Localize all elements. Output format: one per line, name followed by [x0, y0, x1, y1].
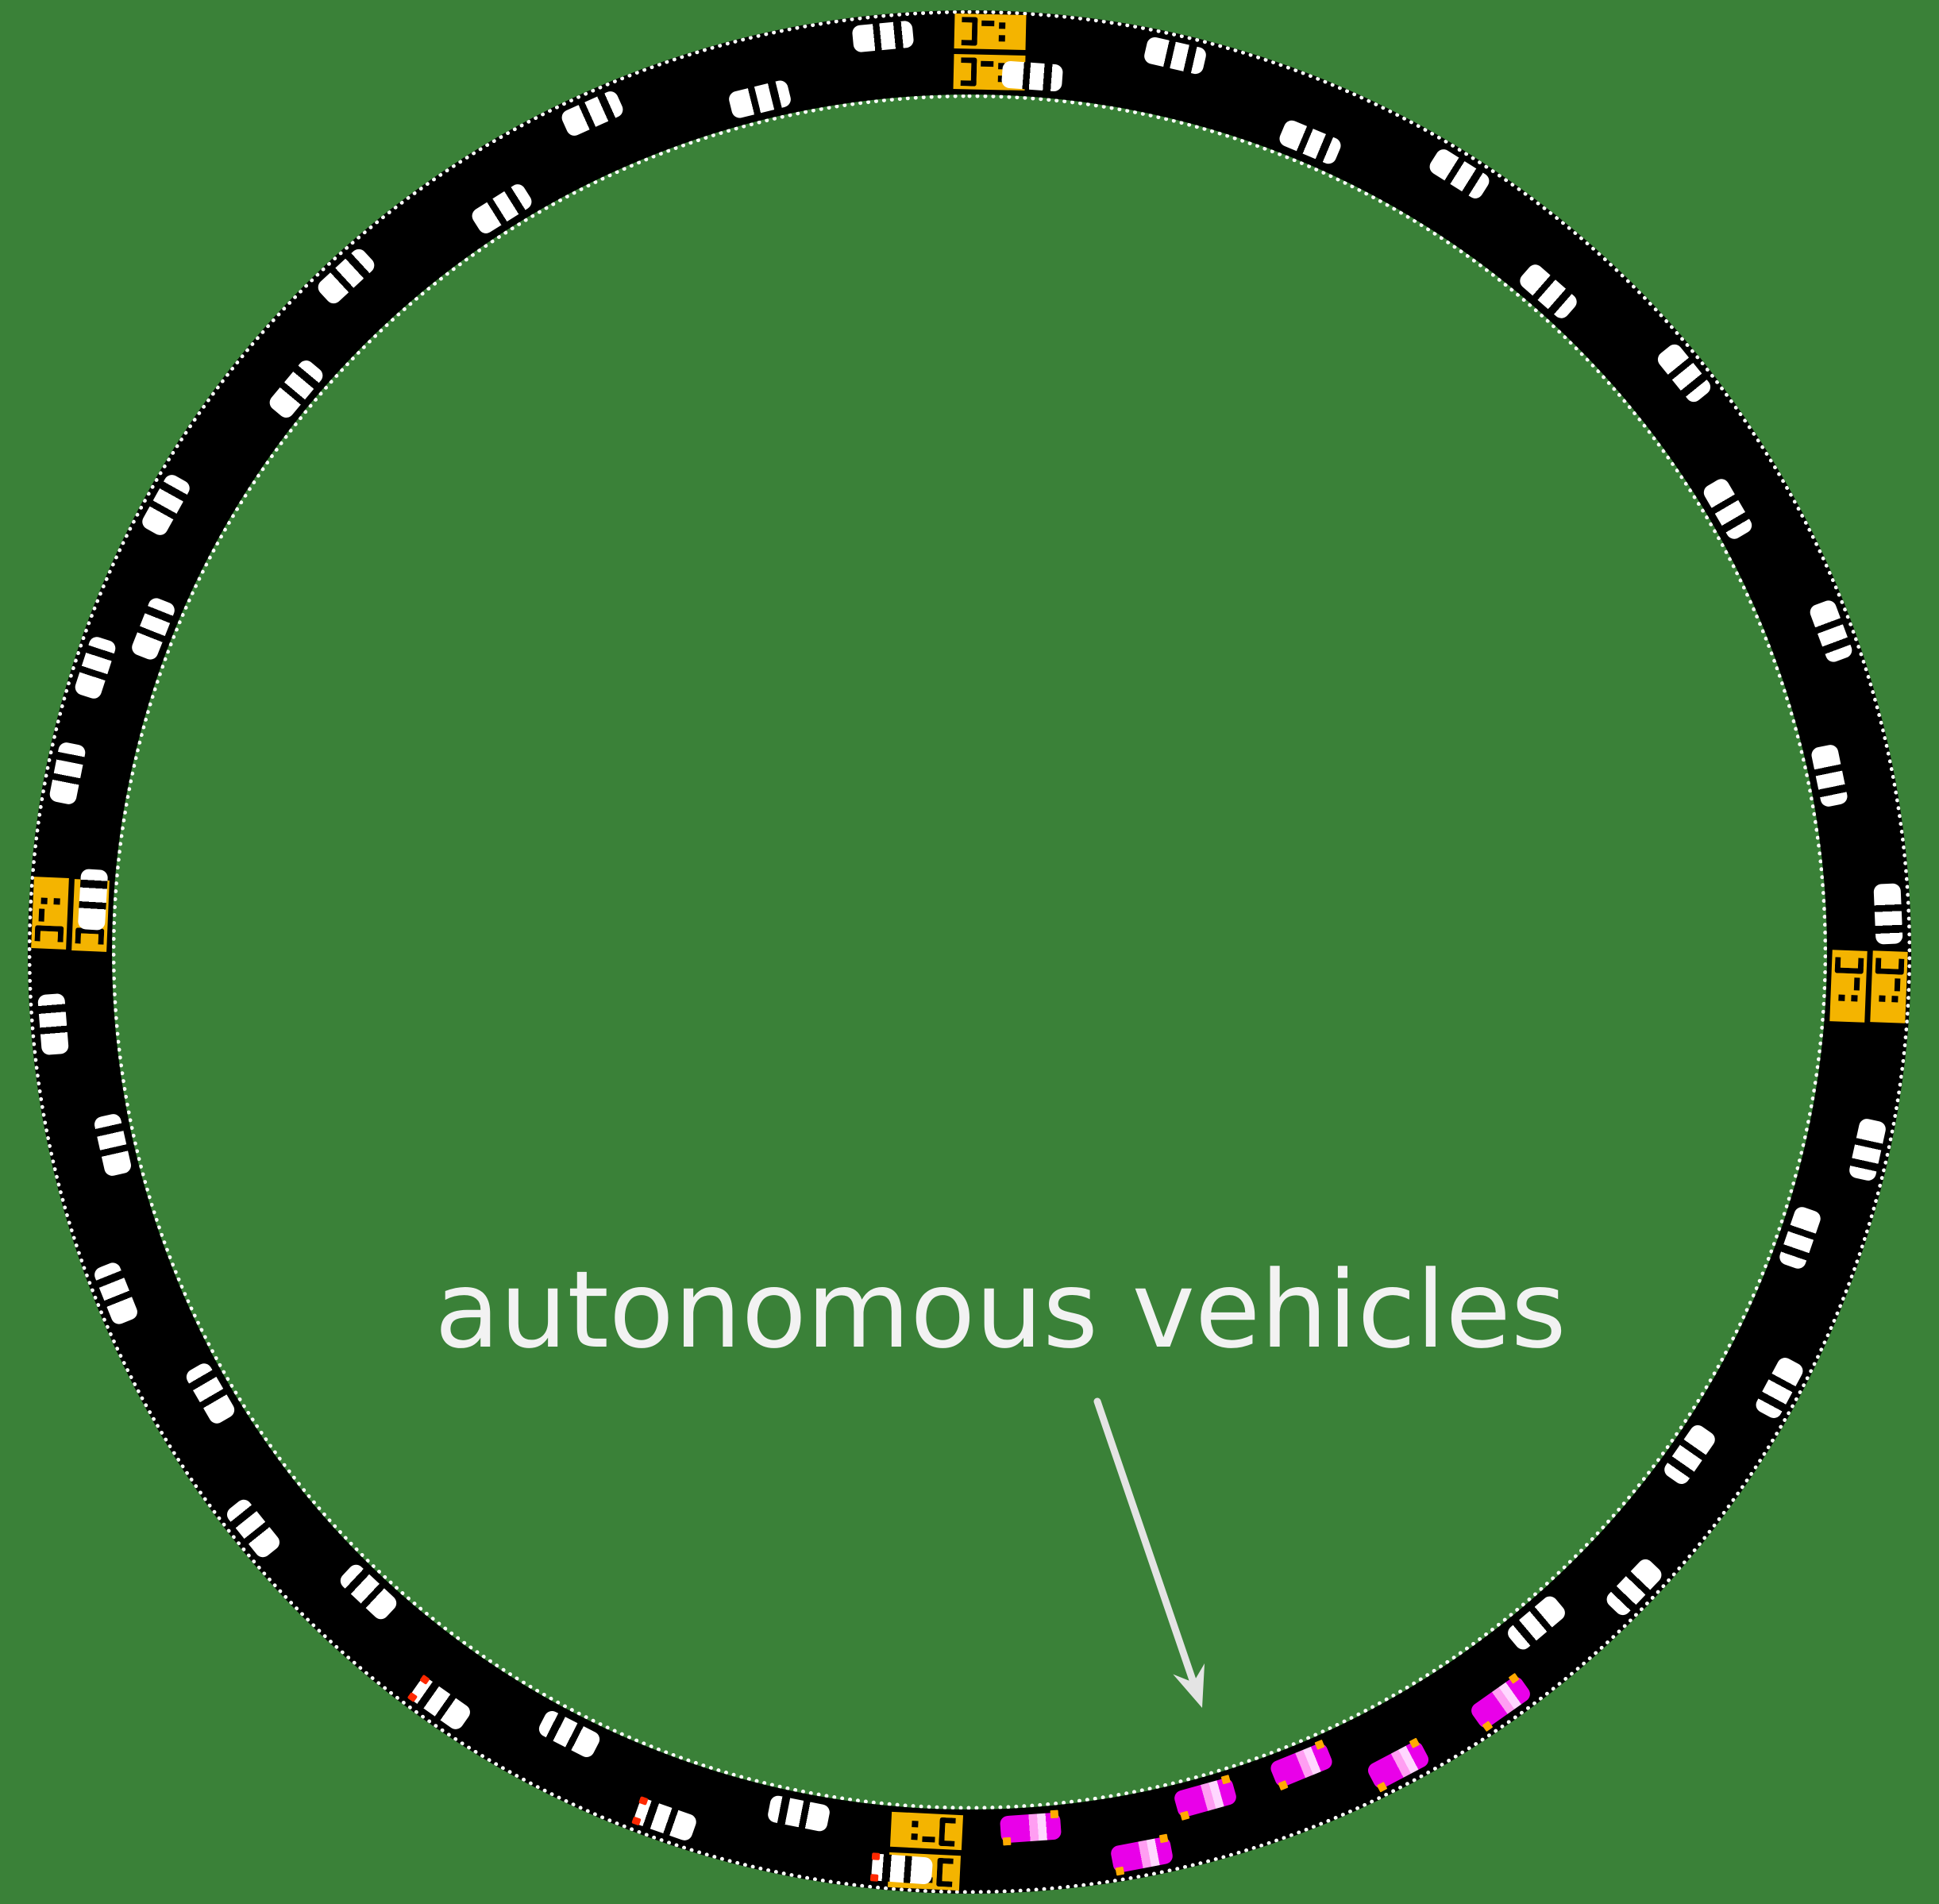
detector-glyph: [981, 21, 995, 27]
detector-glyph: [1875, 958, 1905, 976]
detector-glyph: [960, 57, 977, 87]
human-vehicle: [77, 869, 109, 931]
detector-glyph: [1851, 994, 1858, 1001]
human-vehicle: [1873, 882, 1903, 945]
detector-glyph: [961, 17, 978, 46]
detector-glyph: [1894, 978, 1901, 992]
av-accent-icon: [1050, 1810, 1059, 1819]
human-vehicle: [1000, 60, 1064, 92]
road-inner-edge: [112, 94, 1827, 1810]
detector-marker: [954, 13, 1027, 51]
detector-glyph: [1834, 956, 1864, 974]
detector-glyph: [938, 1817, 956, 1847]
detector-marker: [1829, 949, 1868, 1023]
detector-glyph: [1891, 996, 1899, 1003]
road-outer-edge: [28, 10, 1911, 1894]
detector-glyph: [1879, 996, 1886, 1003]
detector-glyph: [1838, 994, 1845, 1001]
brake-light-icon: [871, 1852, 881, 1860]
detector-glyph: [981, 61, 994, 67]
detector-glyph: [922, 1836, 935, 1843]
brake-light-icon: [869, 1873, 879, 1882]
detector-marker: [889, 1811, 963, 1850]
detector-glyph: [999, 22, 1006, 29]
detector-glyph: [1853, 977, 1860, 991]
detector-glyph: [38, 908, 45, 923]
detector-glyph: [999, 35, 1006, 42]
human-vehicle: [37, 992, 69, 1056]
detector-glyph: [53, 898, 60, 905]
detector-glyph: [912, 1820, 919, 1828]
detector-marker: [1870, 950, 1908, 1024]
av-accent-icon: [1002, 1837, 1012, 1846]
detector-glyph: [936, 1857, 954, 1887]
detector-glyph: [34, 925, 64, 943]
detector-glyph: [75, 927, 105, 945]
detector-glyph: [911, 1833, 918, 1840]
detector-glyph: [40, 897, 48, 905]
detector-marker: [31, 877, 69, 950]
autonomous-vehicle: [1000, 1810, 1062, 1846]
human-vehicle: [869, 1852, 934, 1885]
av-accent-icon: [1158, 1834, 1169, 1844]
annotation-label: autonomous vehicles: [434, 1248, 1567, 1372]
